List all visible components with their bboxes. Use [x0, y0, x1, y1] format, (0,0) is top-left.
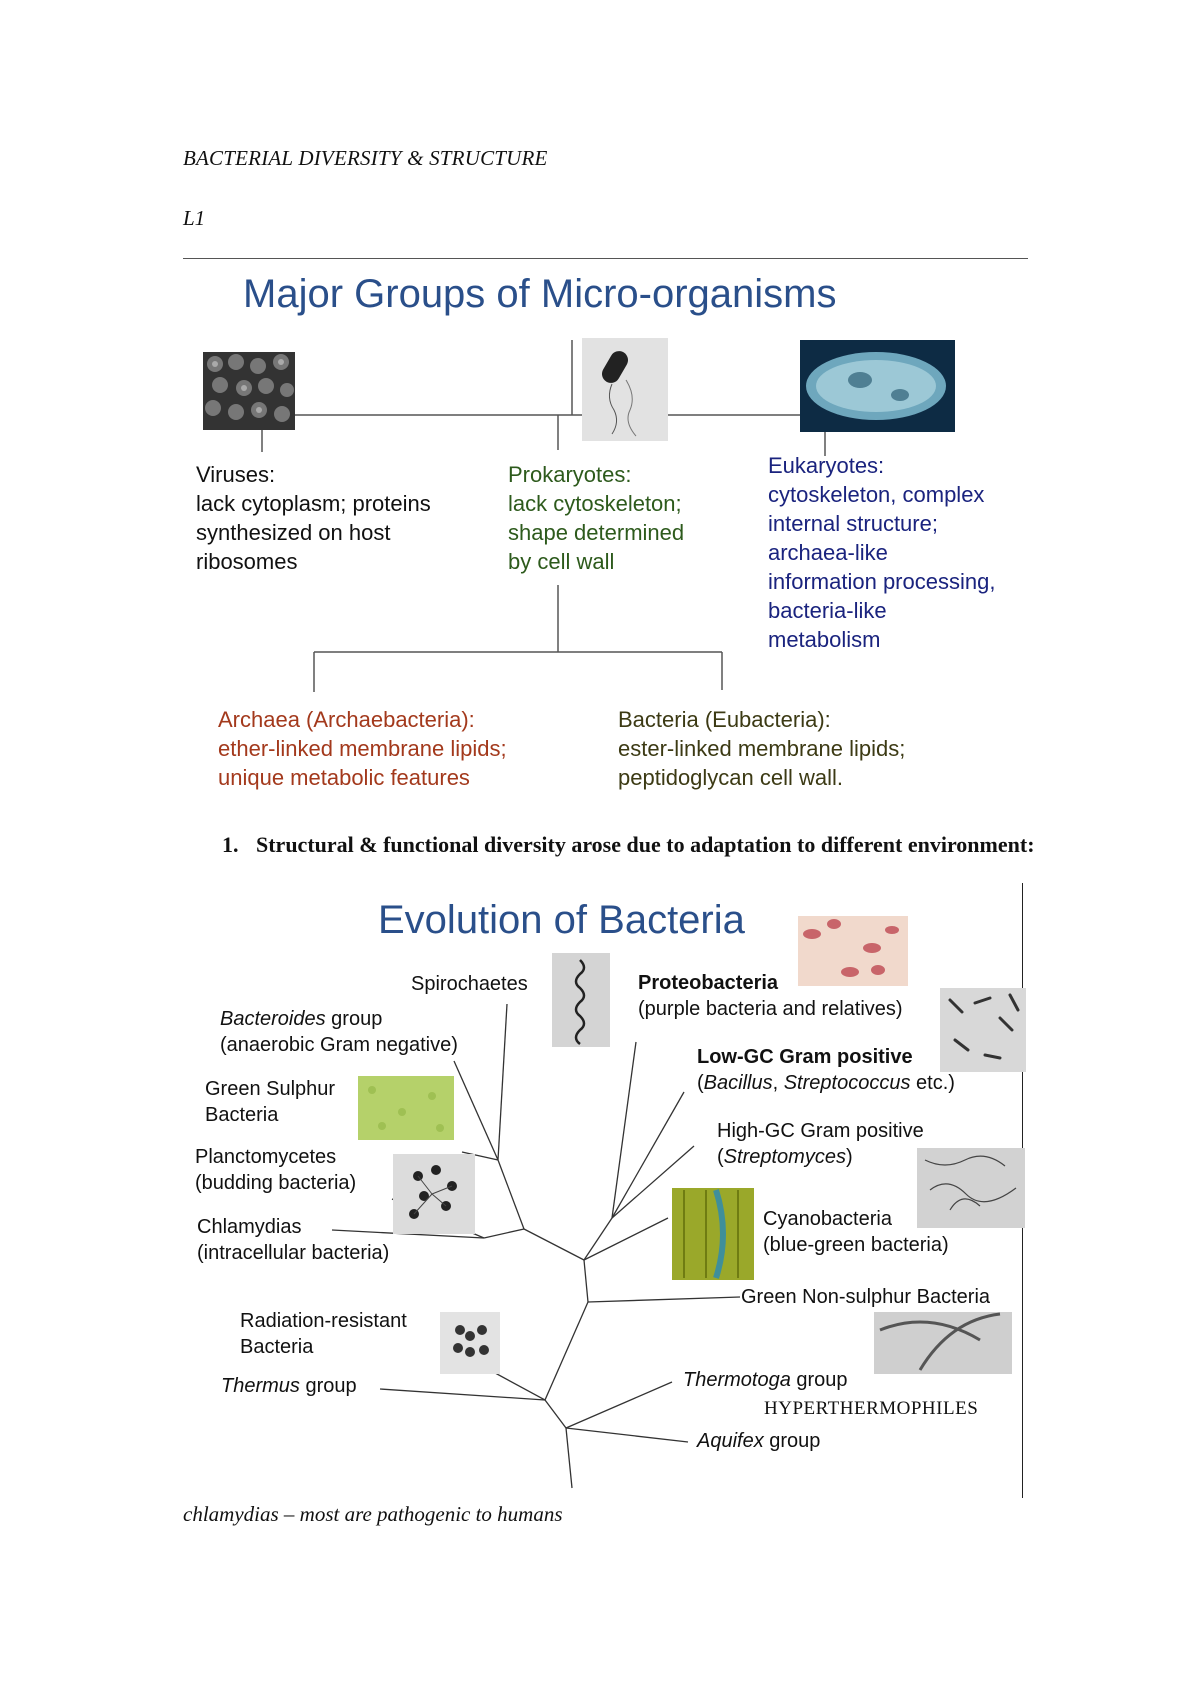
label-aquifex: Aquifex group — [697, 1430, 821, 1452]
prokaryotes-line: by cell wall — [508, 549, 615, 574]
viruses-title: Viruses: — [196, 462, 276, 487]
label-hyperthermophiles: HYPERTHERMOPHILES — [764, 1398, 979, 1419]
point-number: 1. — [222, 832, 239, 857]
planctomycetes-micrograph — [393, 1154, 475, 1234]
label-bacteroides-line2: (anaerobic Gram negative) — [220, 1034, 458, 1056]
label-green-sulphur: Green Sulphur Bacteria — [205, 1078, 336, 1126]
bacteria-description: Bacteria (Eubacteria): ester-linked memb… — [618, 705, 905, 792]
header-divider — [183, 258, 1028, 259]
bacteria-title: Bacteria (Eubacteria): — [618, 707, 831, 732]
prokaryotes-line: lack cytoskeleton; — [508, 491, 682, 516]
label-radiation-resistant: Radiation-resistant Bacteria — [240, 1310, 407, 1358]
eukaryotes-description: Eukaryotes: cytoskeleton, complex intern… — [768, 451, 995, 654]
point-text: Structural & functional diversity arose … — [256, 832, 1035, 857]
archaea-description: Archaea (Archaebacteria): ether-linked m… — [218, 705, 507, 792]
proteobacteria-micrograph — [798, 916, 908, 986]
label-planctomycetes: Planctomycetes (budding bacteria) — [195, 1146, 357, 1194]
label-bacteroides: Bacteroides group (anaerobic Gram negati… — [220, 1006, 458, 1058]
cyanobacteria-micrograph — [672, 1188, 754, 1280]
label-thermus: Thermus group — [221, 1375, 357, 1397]
eukaryotes-line: cytoskeleton, complex — [768, 482, 985, 507]
document-header: BACTERIAL DIVERSITY & STRUCTURE — [183, 146, 548, 170]
viruses-description: Viruses: lack cytoplasm; proteins synthe… — [196, 460, 431, 576]
label-proteobacteria: Proteobacteria (purple bacteria and rela… — [638, 972, 903, 1020]
eukaryotes-line: information processing, — [768, 569, 996, 594]
high-gc-gram-positive-micrograph — [917, 1148, 1025, 1228]
radiation-resistant-micrograph — [440, 1312, 500, 1374]
green-non-sulphur-micrograph — [874, 1312, 1012, 1374]
viruses-line: synthesized on host — [196, 520, 391, 545]
eukaryotes-line: metabolism — [768, 627, 881, 652]
viruses-line: lack cytoplasm; proteins — [196, 491, 431, 516]
label-green-non-sulphur: Green Non-sulphur Bacteria — [741, 1286, 991, 1308]
label-thermotoga: Thermotoga group — [683, 1369, 848, 1391]
viruses-line: ribosomes — [196, 549, 298, 574]
bacteria-line: peptidoglycan cell wall. — [618, 765, 844, 790]
figure2-title: Evolution of Bacteria — [378, 898, 745, 942]
archaea-title: Archaea (Archaebacteria): — [218, 707, 475, 732]
prokaryotes-line: shape determined — [508, 520, 685, 545]
archaea-line: unique metabolic features — [218, 765, 470, 790]
archaea-line: ether-linked membrane lipids; — [218, 736, 507, 761]
label-chlamydias: Chlamydias (intracellular bacteria) — [197, 1216, 390, 1264]
lecture-number: L1 — [183, 206, 206, 230]
label-bacteroides-line1: Bacteroides group — [220, 1008, 383, 1030]
bacteria-line: ester-linked membrane lipids; — [618, 736, 906, 761]
label-high-gc-gram-positive: High-GC Gram positive (Streptomyces) — [717, 1120, 924, 1168]
prokaryotes-description: Prokaryotes: lack cytoskeleton; shape de… — [508, 460, 684, 576]
label-spirochaetes: Spirochaetes — [411, 973, 528, 995]
eukaryotes-line: internal structure; — [768, 511, 938, 536]
figure1-title: Major Groups of Micro-organisms — [243, 272, 837, 316]
spirochaete-micrograph — [552, 953, 610, 1047]
label-cyanobacteria: Cyanobacteria (blue-green bacteria) — [763, 1208, 949, 1256]
green-sulphur-micrograph — [358, 1076, 454, 1140]
label-low-gc-gram-positive: Low-GC Gram positive (Bacillus, Streptoc… — [697, 1046, 955, 1094]
eukaryotes-line: bacteria-like — [768, 598, 887, 623]
low-gc-gram-positive-micrograph — [940, 988, 1026, 1072]
prokaryotes-title: Prokaryotes: — [508, 462, 632, 487]
eukaryotes-line: archaea-like — [768, 540, 888, 565]
eukaryotes-title: Eukaryotes: — [768, 453, 885, 478]
chlamydias-note: chlamydias – most are pathogenic to huma… — [183, 1502, 563, 1526]
